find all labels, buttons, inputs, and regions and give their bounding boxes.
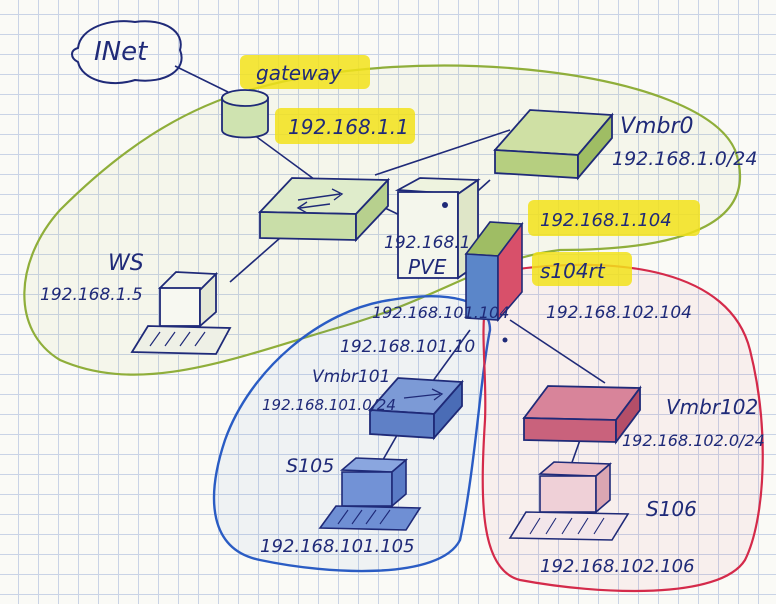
vmbr0-name: Vmbr0 — [620, 114, 694, 139]
blue-zone-vmbr101 — [212, 295, 492, 573]
gateway-router-icon — [221, 89, 269, 139]
vmbr101-bridge-icon — [368, 377, 464, 441]
link-s104-vmbr101 — [429, 329, 471, 386]
s106-name: S106 — [646, 497, 697, 521]
s106-server-icon — [508, 461, 630, 541]
s105-name: S105 — [286, 455, 334, 477]
s104-ip-vmbr0: 192.168.1.104 — [540, 210, 672, 231]
link-s104-vmbr102 — [509, 319, 606, 384]
ws-workstation-icon — [130, 271, 232, 355]
pve-host-icon — [394, 177, 481, 280]
link-switch-vmbr0 — [374, 129, 511, 176]
s104rt-router-icon — [464, 221, 524, 343]
vmbr101-name: Vmbr101 — [312, 367, 390, 387]
s106-ip: 192.168.102.106 — [540, 556, 695, 577]
ws-ip: 192.168.1.5 — [40, 285, 143, 305]
pve-ip: 192.168.1.2 — [384, 233, 487, 253]
cloud-label: INet — [94, 37, 148, 67]
s104-ip-vmbr101-alt: 192.168.101.10 — [340, 337, 475, 357]
vmbr102-name: Vmbr102 — [666, 395, 758, 419]
link-switch-ws — [229, 237, 281, 283]
s105-server-icon — [318, 457, 422, 531]
s104-vmbr0-ip-highlight — [528, 200, 700, 236]
vmbr102-bridge-icon — [522, 385, 642, 445]
s104-name-highlight — [532, 252, 632, 286]
vmbr102-subnet: 192.168.102.0/24 — [622, 431, 765, 450]
gateway-label-highlight — [240, 55, 370, 89]
s104-ip-vmbr102: 192.168.102.104 — [546, 303, 692, 323]
gateway-ip-highlight — [275, 108, 415, 144]
gateway-ip: 192.168.1.1 — [288, 115, 409, 139]
main-switch-icon — [257, 177, 391, 243]
link-cloud-gateway — [174, 65, 229, 93]
s104-ip-vmbr101: 192.168.101.104 — [372, 303, 509, 322]
s104-name: s104rt — [540, 259, 606, 283]
link-gateway-switch — [249, 131, 319, 183]
gateway-label: gateway — [256, 61, 343, 85]
pve-name: PVE — [408, 255, 447, 279]
vmbr0-subnet: 192.168.1.0/24 — [612, 148, 757, 170]
internet-cloud — [71, 20, 183, 85]
vmbr101-subnet: 192.168.101.0/24 — [262, 396, 396, 414]
vmbr0-bridge-icon — [493, 109, 614, 181]
s105-ip: 192.168.101.105 — [260, 536, 415, 557]
ws-name: WS — [108, 251, 144, 276]
